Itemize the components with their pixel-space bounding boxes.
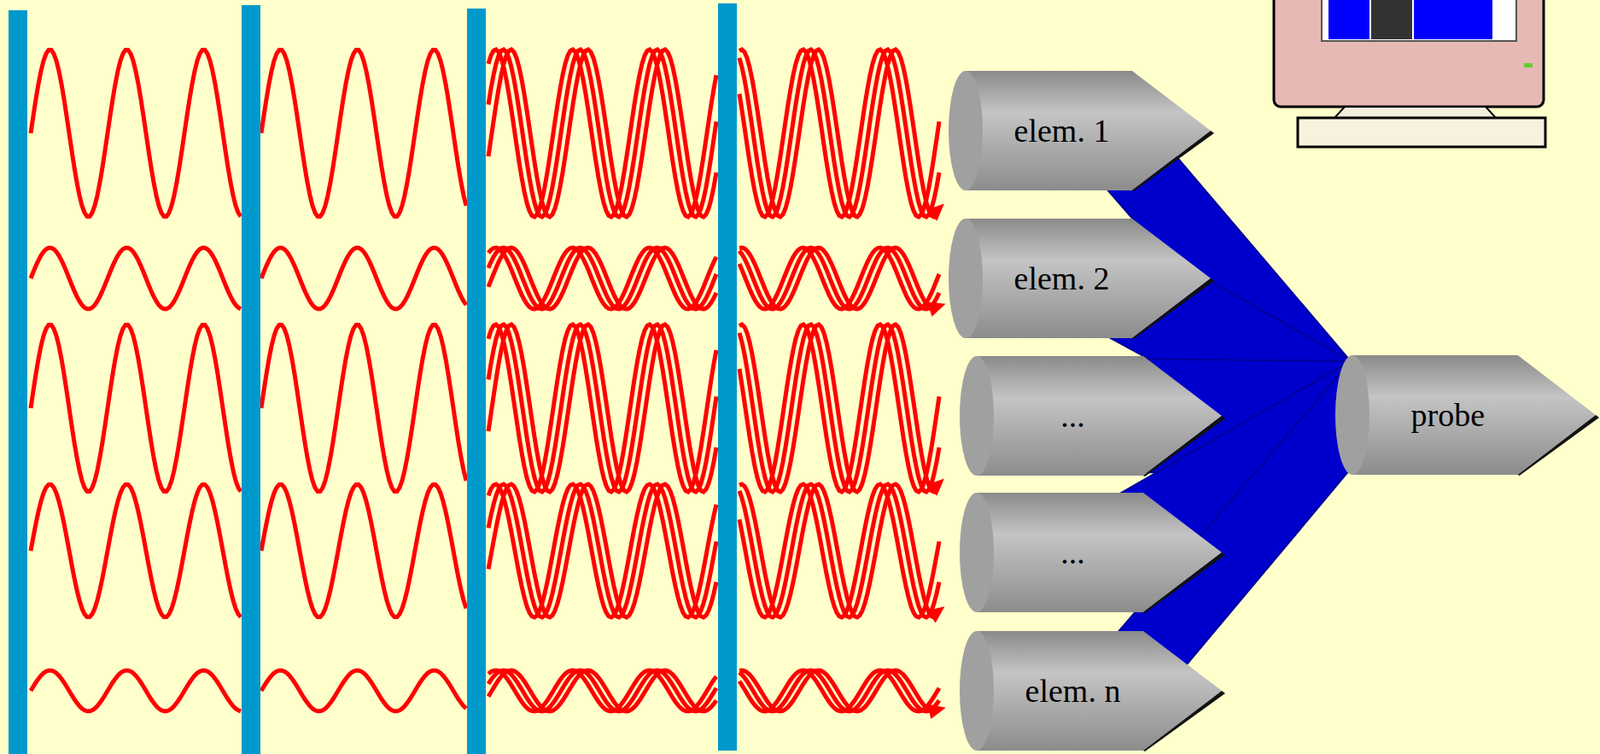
wave bbox=[739, 670, 940, 712]
wave bbox=[30, 50, 241, 217]
wave bbox=[488, 247, 717, 310]
wave bbox=[739, 247, 940, 310]
node-label: elem. 2 bbox=[1014, 259, 1110, 298]
wave bbox=[739, 49, 940, 217]
node-label: ... bbox=[1060, 533, 1086, 572]
wave bbox=[739, 670, 940, 712]
node-label: elem. 1 bbox=[1014, 111, 1110, 150]
layer-bar bbox=[8, 10, 28, 754]
wave bbox=[261, 247, 467, 310]
wave bbox=[739, 324, 940, 492]
wave bbox=[30, 484, 241, 617]
element-cylinder: elem. n bbox=[957, 630, 1223, 752]
wave bbox=[739, 484, 940, 618]
wave bbox=[488, 670, 717, 712]
node-label: ... bbox=[1060, 397, 1086, 435]
wave bbox=[261, 670, 467, 712]
cylinder-outline bbox=[957, 355, 1227, 477]
wave bbox=[739, 49, 940, 217]
element-cylinder: elem. 2 bbox=[946, 217, 1212, 339]
wave bbox=[30, 247, 241, 310]
wave bbox=[488, 324, 717, 492]
wave bbox=[739, 247, 940, 310]
node-label: probe bbox=[1411, 396, 1486, 434]
wave bbox=[488, 247, 717, 310]
wave bbox=[488, 670, 717, 712]
wave bbox=[488, 247, 717, 310]
wave bbox=[739, 670, 940, 712]
wave bbox=[739, 247, 940, 310]
waves bbox=[30, 49, 946, 719]
layer-bar bbox=[467, 8, 486, 754]
wave bbox=[739, 484, 940, 618]
element-cylinder: elem. 1 bbox=[946, 70, 1212, 192]
wave bbox=[261, 50, 467, 217]
node-label: elem. n bbox=[1025, 671, 1122, 710]
probe-cylinder: probe bbox=[1333, 354, 1597, 476]
wave bbox=[488, 484, 717, 618]
wave bbox=[488, 324, 717, 492]
wave bbox=[261, 484, 467, 617]
element-cylinder: ... bbox=[957, 491, 1223, 614]
wave bbox=[739, 49, 940, 217]
layer-bars bbox=[8, 3, 737, 754]
element-cylinder: ... bbox=[957, 355, 1223, 477]
layer-bar bbox=[241, 5, 261, 754]
wave bbox=[488, 49, 717, 217]
monitor-icon bbox=[1273, 0, 1546, 147]
wave bbox=[30, 670, 241, 712]
wave bbox=[488, 49, 717, 217]
wave bbox=[488, 484, 717, 618]
wave bbox=[488, 484, 717, 618]
wave bbox=[30, 325, 241, 492]
wave bbox=[739, 324, 940, 492]
layer-bar bbox=[718, 3, 737, 751]
wave bbox=[488, 670, 717, 712]
wave bbox=[739, 324, 940, 492]
wave bbox=[488, 324, 717, 492]
wave bbox=[261, 325, 467, 492]
wave bbox=[488, 49, 717, 217]
wave bbox=[739, 484, 940, 618]
cylinder-outline bbox=[957, 491, 1227, 614]
